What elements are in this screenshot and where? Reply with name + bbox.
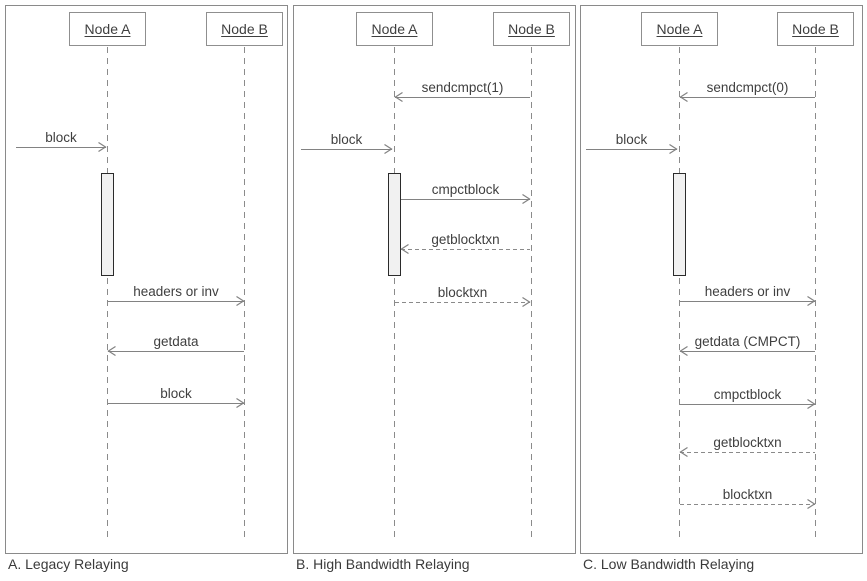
node-b-box: Node B bbox=[206, 12, 283, 46]
message-line bbox=[108, 403, 244, 404]
node-b-lifeline bbox=[815, 47, 816, 541]
node-a-lifeline bbox=[394, 47, 395, 541]
message-line bbox=[680, 351, 815, 352]
arrowhead-right-icon bbox=[236, 295, 245, 307]
message-label: getblocktxn bbox=[431, 232, 500, 247]
message-label: block bbox=[160, 386, 192, 401]
message-headers-or-inv: headers or inv bbox=[680, 284, 816, 307]
arrowhead-right-icon bbox=[807, 498, 816, 510]
message-getdata: getdata bbox=[107, 334, 244, 357]
message-label: cmpctblock bbox=[431, 182, 500, 197]
node-b-label: Node B bbox=[792, 21, 839, 37]
message-getblocktxn: getblocktxn bbox=[400, 232, 530, 255]
message-sendcmpct-1: sendcmpct(1) bbox=[394, 80, 530, 103]
message-label: block bbox=[615, 132, 648, 147]
message-label: getblocktxn bbox=[713, 435, 782, 450]
message-label: block bbox=[330, 132, 363, 147]
node-a-label: Node A bbox=[84, 21, 131, 37]
arrowhead-right-icon bbox=[98, 141, 107, 153]
message-line bbox=[401, 199, 530, 200]
node-a-lifeline bbox=[107, 47, 108, 541]
arrowhead-right-icon bbox=[807, 295, 816, 307]
node-a-lifeline bbox=[679, 47, 680, 541]
message-block-relay: block bbox=[108, 386, 245, 409]
message-line bbox=[680, 301, 815, 302]
message-blocktxn: blocktxn bbox=[395, 285, 531, 308]
message-label: sendcmpct(1) bbox=[421, 80, 504, 95]
panel-low-bandwidth-relaying: Node A Node B sendcmpct(0) block headers… bbox=[580, 5, 863, 554]
caption-low-bandwidth-relaying: C. Low Bandwidth Relaying bbox=[583, 556, 755, 572]
message-line bbox=[680, 504, 815, 505]
node-b-label: Node B bbox=[508, 21, 555, 37]
node-b-box: Node B bbox=[493, 12, 570, 46]
message-line bbox=[108, 301, 244, 302]
message-label: block bbox=[45, 130, 77, 145]
arrowhead-left-icon bbox=[679, 91, 688, 103]
activation-bar bbox=[101, 173, 114, 276]
message-line bbox=[680, 404, 815, 405]
message-line bbox=[395, 302, 530, 303]
node-b-box: Node B bbox=[777, 12, 854, 46]
message-label: headers or inv bbox=[133, 284, 219, 299]
message-label: sendcmpct(0) bbox=[706, 80, 789, 95]
arrowhead-left-icon bbox=[400, 243, 409, 255]
arrowhead-right-icon bbox=[807, 398, 816, 410]
message-getblocktxn: getblocktxn bbox=[679, 435, 815, 458]
message-label: cmpctblock bbox=[713, 387, 782, 402]
message-line bbox=[301, 149, 392, 150]
message-line bbox=[16, 147, 106, 148]
message-line bbox=[108, 351, 244, 352]
activation-bar bbox=[673, 173, 686, 276]
message-headers-or-inv: headers or inv bbox=[108, 284, 245, 307]
node-b-lifeline bbox=[244, 47, 245, 541]
node-a-box: Node A bbox=[356, 12, 433, 46]
message-label: getdata bbox=[153, 334, 199, 349]
message-label: blocktxn bbox=[437, 285, 488, 300]
message-label: blocktxn bbox=[722, 487, 773, 502]
node-a-box: Node A bbox=[69, 12, 146, 46]
message-cmpctblock: cmpctblock bbox=[401, 182, 531, 205]
arrowhead-left-icon bbox=[679, 446, 688, 458]
arrowhead-left-icon bbox=[394, 91, 403, 103]
node-a-label: Node A bbox=[371, 21, 418, 37]
activation-bar bbox=[388, 173, 401, 276]
node-a-label: Node A bbox=[656, 21, 703, 37]
message-line bbox=[680, 452, 815, 453]
message-line bbox=[401, 249, 530, 250]
message-block-incoming: block bbox=[301, 132, 393, 155]
message-line bbox=[395, 97, 530, 98]
arrowhead-right-icon bbox=[522, 296, 531, 308]
message-label: headers or inv bbox=[704, 284, 791, 299]
arrowhead-right-icon bbox=[669, 143, 678, 155]
message-sendcmpct-0: sendcmpct(0) bbox=[679, 80, 815, 103]
message-label: getdata (CMPCT) bbox=[694, 334, 801, 349]
message-line bbox=[586, 149, 677, 150]
message-block-incoming: block bbox=[16, 130, 107, 153]
arrowhead-left-icon bbox=[107, 345, 116, 357]
arrowhead-right-icon bbox=[522, 193, 531, 205]
caption-high-bandwidth-relaying: B. High Bandwidth Relaying bbox=[296, 556, 470, 572]
arrowhead-right-icon bbox=[236, 397, 245, 409]
panel-high-bandwidth-relaying: Node A Node B sendcmpct(1) block cmpctbl… bbox=[293, 5, 576, 554]
message-cmpctblock: cmpctblock bbox=[680, 387, 816, 410]
arrowhead-right-icon bbox=[384, 143, 393, 155]
panel-legacy-relaying: Node A Node B block headers or inv getda… bbox=[5, 5, 288, 554]
message-block-incoming: block bbox=[586, 132, 678, 155]
arrowhead-left-icon bbox=[679, 345, 688, 357]
message-getdata-cmpct: getdata (CMPCT) bbox=[679, 334, 815, 357]
message-blocktxn: blocktxn bbox=[680, 487, 816, 510]
message-line bbox=[680, 97, 815, 98]
node-a-box: Node A bbox=[641, 12, 718, 46]
node-b-lifeline bbox=[531, 47, 532, 541]
node-b-label: Node B bbox=[221, 21, 268, 37]
caption-legacy-relaying: A. Legacy Relaying bbox=[8, 556, 129, 572]
